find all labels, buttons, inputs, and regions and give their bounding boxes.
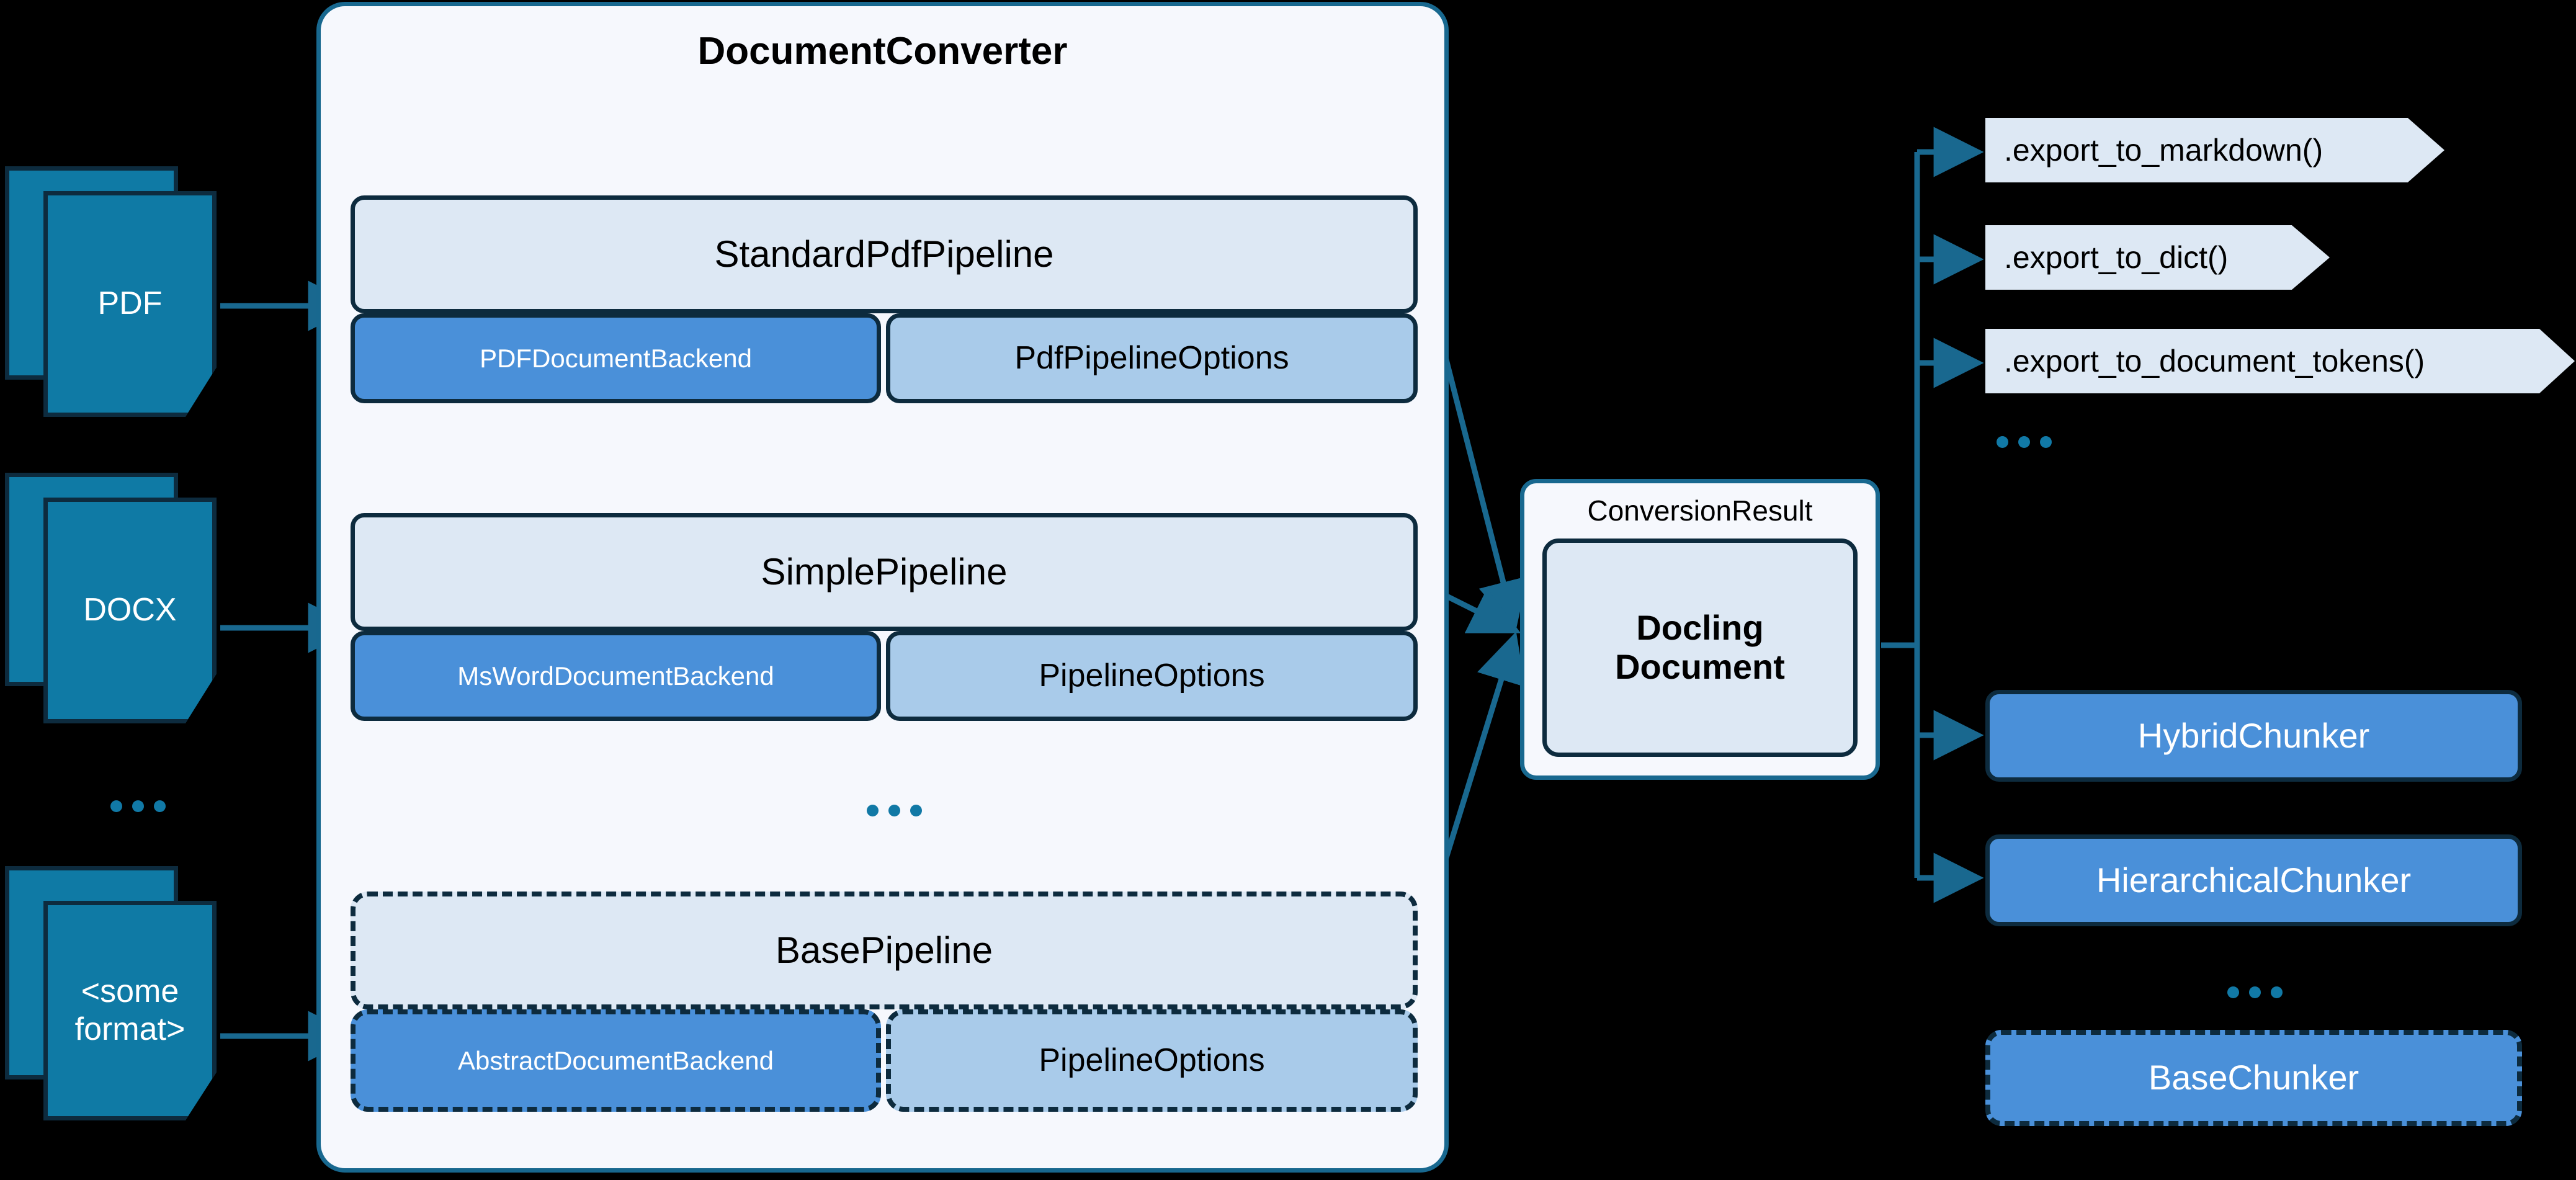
export-method-dict[interactable]: .export_to_dict(): [1985, 225, 2330, 290]
export-method-markdown[interactable]: .export_to_markdown(): [1985, 118, 2444, 182]
pipeline-header-base[interactable]: BasePipeline: [351, 892, 1418, 1009]
pipeline-header-standard-pdf[interactable]: StandardPdfPipeline: [351, 195, 1418, 313]
chunker-base[interactable]: BaseChunker: [1985, 1030, 2522, 1126]
docling-document-label-line2: Document: [1615, 647, 1785, 686]
pipeline-options-pipelineoptions-base[interactable]: PipelineOptions: [886, 1009, 1418, 1112]
pipeline-backend-abstractdocumentbackend[interactable]: AbstractDocumentBackend: [351, 1009, 881, 1112]
export-method-label: .export_to_document_tokens(): [2004, 344, 2425, 378]
conversion-result-title: ConversionResult: [1587, 494, 1813, 527]
document-sheet: PDF: [43, 191, 217, 417]
chunker-hybrid[interactable]: HybridChunker: [1985, 690, 2522, 782]
pipeline-header-simple[interactable]: SimplePipeline: [351, 513, 1418, 631]
document-sheet: <some format>: [43, 901, 217, 1120]
export-method-document-tokens[interactable]: .export_to_document_tokens(): [1985, 329, 2575, 393]
document-sheet: DOCX: [43, 498, 217, 723]
input-format-label: DOCX: [83, 592, 177, 628]
input-ellipsis: [110, 800, 166, 812]
input-format-label-line2: format>: [74, 1011, 186, 1047]
docling-document-node[interactable]: Docling Document: [1542, 539, 1858, 757]
document-converter-title: DocumentConverter: [697, 29, 1068, 73]
pipeline-backend-msworddocumentbackend[interactable]: MsWordDocumentBackend: [351, 631, 881, 721]
exports-ellipsis: [1997, 436, 2052, 448]
chunkers-ellipsis: [2227, 986, 2283, 998]
pipeline-options-pdfpipelineoptions[interactable]: PdfPipelineOptions: [886, 313, 1418, 403]
pipeline-backend-pdfdocumentbackend[interactable]: PDFDocumentBackend: [351, 313, 881, 403]
docling-document-label-line1: Docling: [1636, 608, 1764, 648]
chunker-hierarchical[interactable]: HierarchicalChunker: [1985, 834, 2522, 926]
input-format-label-line1: <some: [81, 973, 179, 1009]
export-method-label: .export_to_dict(): [2004, 240, 2229, 275]
input-format-label: PDF: [97, 285, 163, 322]
pipeline-ellipsis: [867, 805, 922, 816]
export-method-label: .export_to_markdown(): [2004, 133, 2323, 168]
pipeline-options-pipelineoptions-simple[interactable]: PipelineOptions: [886, 631, 1418, 721]
